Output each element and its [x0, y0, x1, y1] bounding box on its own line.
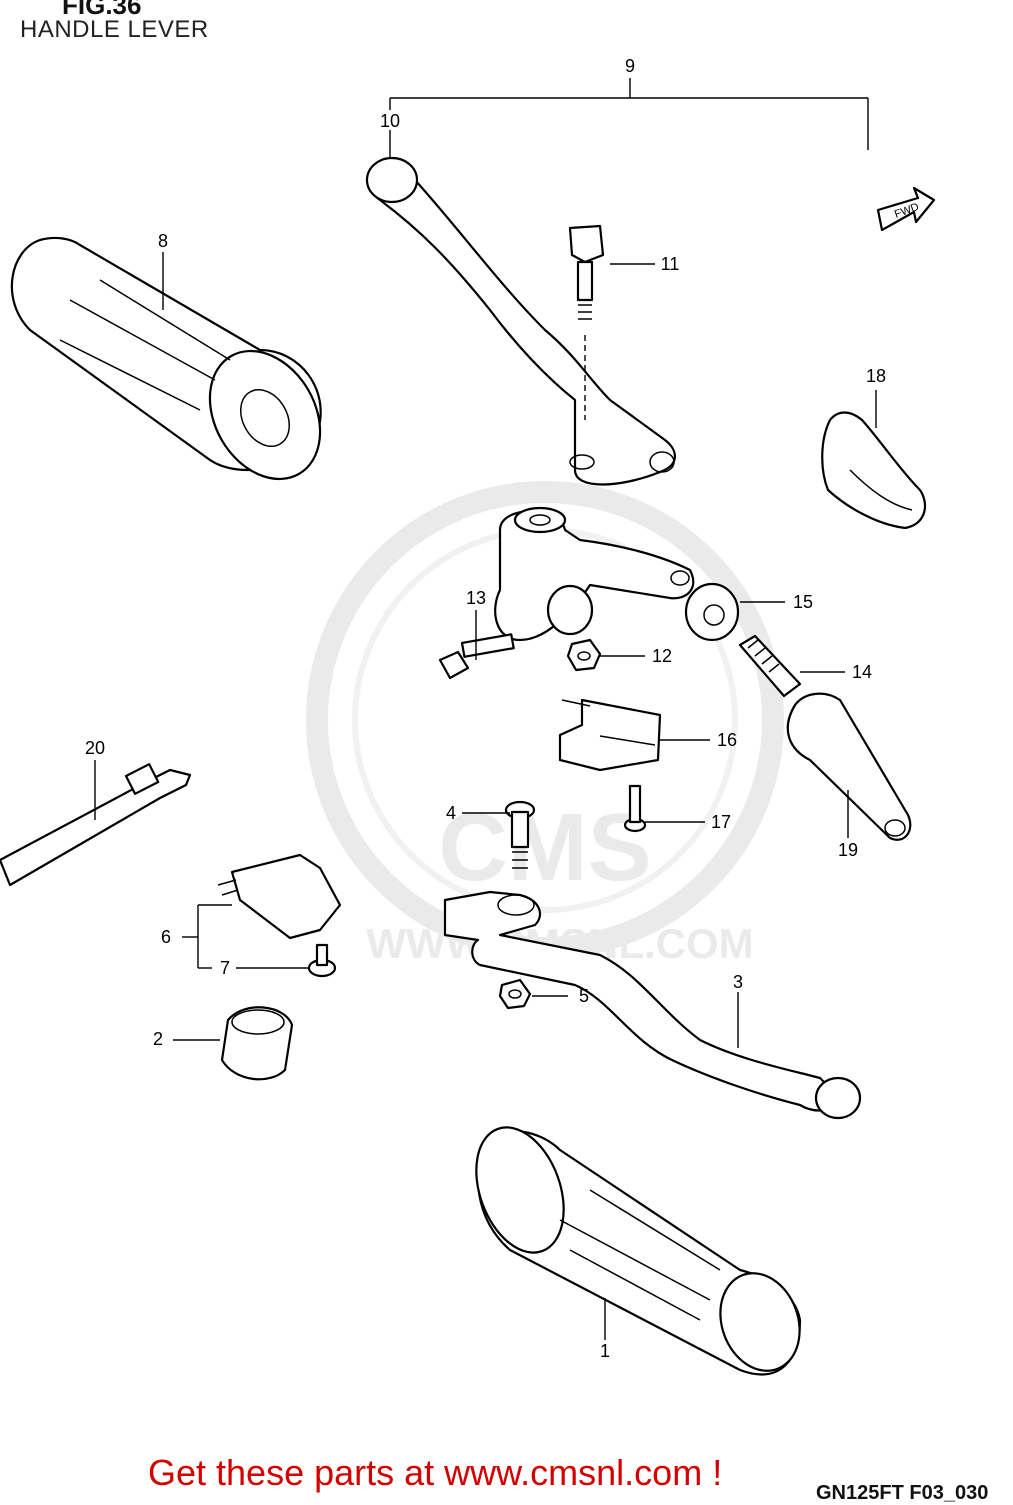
callout-14: 14 — [852, 662, 872, 682]
part-7-screw — [307, 943, 337, 978]
callout-6: 6 — [161, 927, 171, 947]
fwd-arrow-icon: FWD — [876, 186, 936, 232]
callout-5: 5 — [579, 986, 589, 1006]
callout-20: 20 — [85, 738, 105, 758]
callout-17: 17 — [711, 812, 731, 832]
part-10-clutch-lever — [365, 156, 676, 486]
callout-12: 12 — [652, 646, 672, 666]
footer-parts-link[interactable]: Get these parts at www.cmsnl.com ! — [148, 1452, 723, 1493]
leader-lines — [94, 252, 877, 1340]
callout-19: 19 — [838, 840, 858, 860]
callout-1: 1 — [600, 1341, 610, 1361]
callout-16: 16 — [717, 730, 737, 750]
cms-watermark: CMS WWW.CMSNL.COM — [306, 481, 784, 967]
part-17-screw — [623, 784, 647, 833]
part-5-nut — [498, 978, 532, 1010]
callout-8: 8 — [158, 231, 168, 251]
part-15-adjuster-nut — [684, 582, 740, 642]
part-13-bolt — [438, 633, 515, 680]
figure-subtitle: HANDLE LEVER — [20, 16, 209, 43]
callout-10: 10 — [380, 111, 400, 131]
part-19-boot — [786, 692, 912, 841]
callout-3: 3 — [733, 972, 743, 992]
callout-9: 9 — [625, 56, 635, 76]
watermark-logo-text: CMS — [438, 794, 651, 901]
callout-11: 11 — [661, 254, 680, 274]
callout-7: 7 — [220, 958, 230, 978]
part-4-pivot-bolt — [504, 800, 536, 869]
lever-holder-bracket — [494, 506, 695, 642]
callout-4: 4 — [446, 803, 456, 823]
callout-labels: 1 2 3 4 5 6 7 8 9 10 11 12 13 14 15 16 1… — [85, 56, 886, 1361]
part-6-bracket — [182, 904, 232, 969]
part-6-brake-switch — [217, 853, 342, 940]
part-12-nut — [566, 638, 602, 672]
callout-2: 2 — [153, 1029, 163, 1049]
callout-13: 13 — [466, 588, 486, 608]
part-3-brake-lever — [443, 890, 862, 1120]
part-11-pivot-bolt — [568, 224, 605, 420]
callout-15: 15 — [793, 592, 813, 612]
part-2-clamp-ring — [220, 1006, 294, 1081]
part-18-lever-cover — [821, 411, 927, 530]
figure-title: FIG.36 — [62, 0, 142, 20]
part-9-bracket — [389, 78, 869, 158]
part-20-cable-tie — [0, 763, 192, 887]
callout-18: 18 — [866, 366, 886, 386]
part-8-left-grip — [10, 236, 322, 481]
part-16-clutch-switch — [558, 698, 662, 772]
part-14-adjuster-bolt — [738, 634, 802, 698]
part-1-throttle-grip — [475, 1126, 802, 1376]
figure-code: GN125FT F03_030 — [816, 1482, 989, 1504]
